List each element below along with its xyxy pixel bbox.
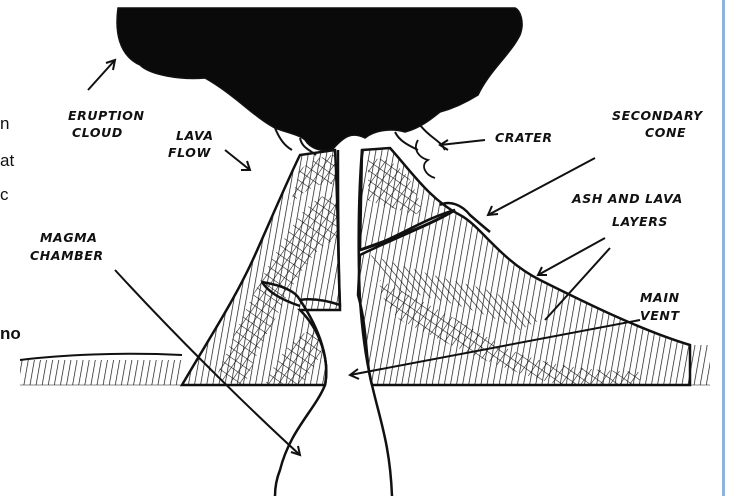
svg-text:LAVA: LAVA <box>176 128 214 143</box>
ash-and-lava-layers-label: ASH AND LAVA LAYERS <box>571 191 683 229</box>
svg-text:MAGMA: MAGMA <box>40 230 98 245</box>
svg-text:ERUPTION: ERUPTION <box>68 108 145 123</box>
svg-text:ASH AND LAVA: ASH AND LAVA <box>571 191 683 206</box>
svg-text:MAIN: MAIN <box>640 290 680 305</box>
svg-text:CONE: CONE <box>645 125 686 140</box>
right-page-edge <box>722 0 725 496</box>
magma-chamber-label: MAGMA CHAMBER <box>30 230 104 263</box>
right-cone <box>358 148 710 385</box>
svg-text:CLOUD: CLOUD <box>72 125 123 140</box>
eruption-cloud-label: ERUPTION CLOUD <box>68 108 145 140</box>
svg-text:VENT: VENT <box>640 308 680 323</box>
svg-text:FLOW: FLOW <box>168 145 211 160</box>
left-cone <box>20 150 340 385</box>
secondary-cone-label: SECONDARY CONE <box>612 108 704 140</box>
lava-flow-label: LAVA FLOW <box>168 128 214 160</box>
svg-text:LAYERS: LAYERS <box>612 214 668 229</box>
svg-text:SECONDARY: SECONDARY <box>612 108 704 123</box>
main-vent-label: MAIN VENT <box>640 290 680 323</box>
crater-label: CRATER <box>495 130 553 145</box>
svg-text:CHAMBER: CHAMBER <box>30 248 104 263</box>
